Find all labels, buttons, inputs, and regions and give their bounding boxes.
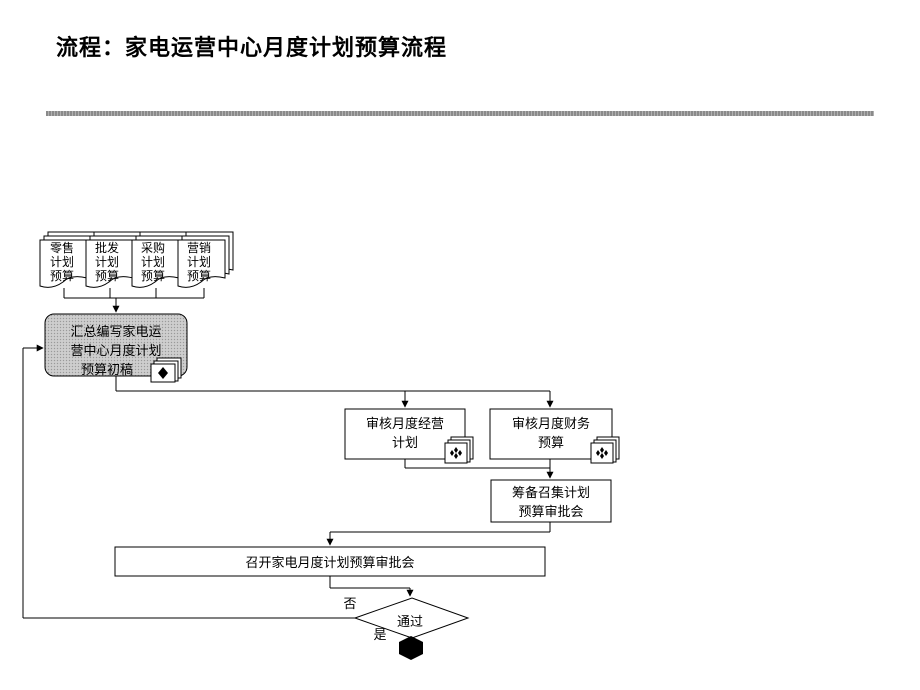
input-doc-wholesale: 批发 计划 预算: [85, 231, 142, 288]
input-doc-wholesale-line2: 计划: [95, 255, 119, 269]
input-doc-retail-line1: 零售: [50, 240, 74, 255]
step-review-fin-line2: 预算: [538, 436, 564, 451]
decision-no-label: 否: [343, 597, 356, 612]
input-doc-retail-line2: 计划: [50, 255, 74, 269]
step-review-financial-budget: 审核月度财务 预算: [489, 408, 620, 464]
step-approval-meeting: 召开家电月度计划预算审批会: [114, 546, 546, 577]
input-doc-purchasing-line2: 计划: [141, 255, 165, 269]
step-prepare-line2: 预算审批会: [518, 505, 583, 520]
reject-loop-connector: [22, 344, 355, 619]
document-stack-icon: [150, 357, 182, 383]
step-prepare-line1: 筹备召集计划: [512, 485, 590, 501]
prepare-to-meeting-connector: [326, 522, 551, 546]
step-review-fin-line1: 审核月度财务: [512, 416, 590, 432]
input-doc-retail-line3: 预算: [50, 268, 74, 283]
step-review-operating-plan: 审核月度经营 计划: [344, 408, 474, 464]
input-doc-purchasing-line3: 预算: [141, 268, 165, 283]
step-review-ops-line2: 计划: [392, 436, 418, 451]
step-prepare-meeting: 筹备召集计划 预算审批会: [490, 479, 612, 523]
merge-connector: [404, 459, 554, 479]
page-title: 流程：家电运营中心月度计划预算流程: [56, 36, 448, 61]
input-merge-connector: [63, 288, 205, 313]
step-meeting-label: 召开家电月度计划预算审批会: [245, 555, 414, 571]
input-doc-marketing-line2: 计划: [187, 255, 211, 269]
decision-label: 通过: [397, 615, 423, 630]
input-doc-marketing-line3: 预算: [187, 268, 211, 283]
meeting-to-decision-connector: [329, 576, 414, 597]
input-doc-marketing: 营销 计划 预算: [177, 231, 234, 288]
input-doc-wholesale-line3: 预算: [95, 268, 119, 283]
input-doc-marketing-line1: 营销: [187, 241, 211, 255]
decision-yes-label: 是: [373, 628, 386, 643]
decision-approved: 通过: [353, 597, 470, 639]
step-compile-line2: 营中心月度计划: [70, 343, 161, 359]
input-doc-wholesale-line1: 批发: [95, 240, 119, 255]
input-doc-purchasing-line1: 采购: [141, 240, 165, 255]
split-connector: [115, 376, 554, 408]
document-stack-icon: [444, 436, 474, 464]
end-terminator: [399, 636, 423, 660]
document-stack-icon: [590, 436, 620, 464]
step-compile-line1: 汇总编写家电运: [70, 324, 161, 340]
title-divider: [46, 111, 874, 116]
input-doc-purchasing: 采购 计划 预算: [131, 231, 188, 288]
step-review-ops-line1: 审核月度经营: [366, 416, 444, 432]
step-compile-line3: 预算初稿: [81, 362, 133, 378]
step-compile-draft: 汇总编写家电运 营中心月度计划 预算初稿: [44, 313, 188, 383]
